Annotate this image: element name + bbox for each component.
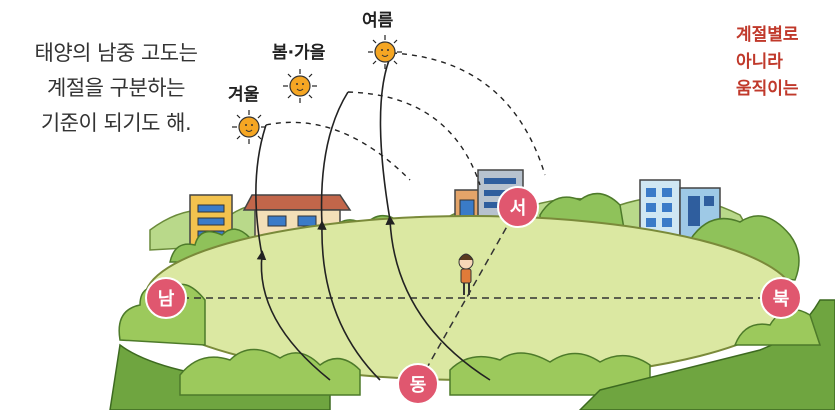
left-caption-line-2: 계절을 구분하는 bbox=[47, 76, 185, 100]
direction-marker-south: 남 bbox=[145, 277, 187, 319]
sun-spring-autumn-icon bbox=[283, 69, 317, 103]
direction-east-label: 동 bbox=[410, 375, 427, 396]
left-caption-line-1: 태양의 남중 고도는 bbox=[34, 41, 198, 65]
direction-south-label: 남 bbox=[158, 289, 175, 310]
spring-autumn-setting-path bbox=[347, 91, 481, 186]
right-caption-line-2: 아니라 bbox=[736, 52, 783, 72]
right-caption: 계절별로 아니라 움직이는 bbox=[736, 22, 835, 103]
sun-paths-daytime bbox=[255, 52, 491, 381]
summer-arc bbox=[379, 52, 393, 221]
summer-path-rising bbox=[385, 215, 491, 381]
season-label-spring-autumn: 봄·가을 bbox=[272, 43, 326, 63]
winter-setting-path bbox=[265, 121, 411, 181]
season-label-winter: 겨울 bbox=[228, 85, 260, 105]
direction-north-label: 북 bbox=[773, 289, 790, 310]
direction-marker-north: 북 bbox=[760, 277, 802, 319]
left-caption: 태양의 남중 고도는 계절을 구분하는 기준이 되기도 해. bbox=[6, 36, 226, 141]
sun-winter-icon bbox=[232, 110, 266, 144]
direction-west-label: 서 bbox=[510, 198, 527, 219]
spring-autumn-path-rising bbox=[317, 220, 381, 381]
direction-marker-west: 서 bbox=[497, 186, 539, 228]
person-figure bbox=[458, 253, 474, 295]
season-label-summer: 여름 bbox=[362, 11, 394, 31]
spring-autumn-arc bbox=[320, 91, 349, 226]
sun-paths-setting bbox=[265, 52, 546, 186]
right-caption-line-1: 계절별로 bbox=[736, 25, 799, 45]
summer-setting-path bbox=[391, 52, 546, 176]
winter-path-rising bbox=[256, 250, 331, 381]
sun-summer-icon bbox=[368, 35, 402, 69]
direction-marker-east: 동 bbox=[397, 363, 439, 405]
winter-arc bbox=[255, 124, 267, 256]
right-caption-line-3: 움직이는 bbox=[736, 79, 799, 99]
left-caption-line-3: 기준이 되기도 해. bbox=[40, 111, 192, 135]
